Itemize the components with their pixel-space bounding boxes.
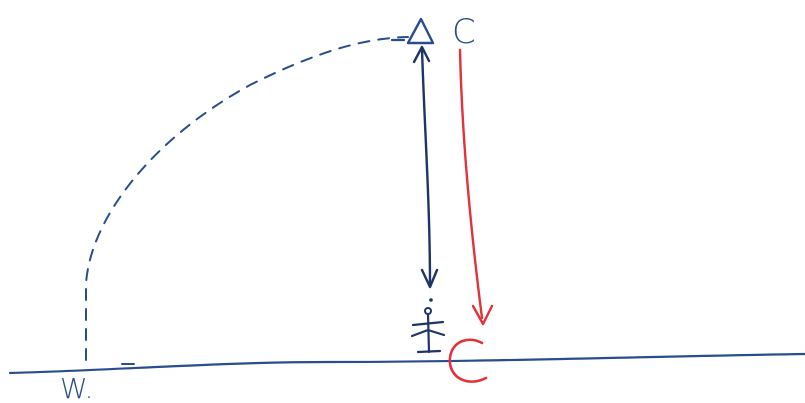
label-ground-left-w: W.: [60, 372, 93, 403]
label-top-right-c: C: [452, 12, 476, 52]
ground-line: [8, 352, 805, 375]
triangle-icon: [390, 17, 435, 45]
vertical-double-arrow: [412, 45, 439, 302]
red-c-shape: [448, 338, 488, 383]
red-arrow: [458, 48, 494, 326]
stick-figure-icon: [410, 307, 446, 354]
dashed-arc: [85, 36, 409, 361]
